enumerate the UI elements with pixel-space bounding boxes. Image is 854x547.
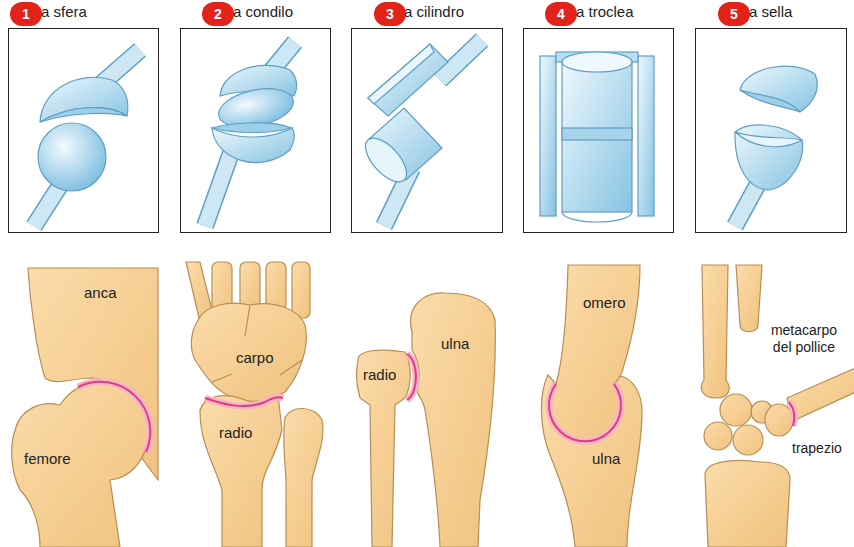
callout-number: 2 <box>202 2 234 26</box>
callout-number-badge: 3 <box>374 2 406 26</box>
pivot-joint-model <box>358 40 482 226</box>
callout-number: 5 <box>718 2 750 26</box>
forearm-bones <box>357 293 496 547</box>
saddle-joint-model <box>735 66 817 226</box>
bone-label: femore <box>24 450 71 467</box>
bone-label: radio <box>219 424 252 441</box>
callout-number-badge: 4 <box>545 2 577 26</box>
joint-model-panel: a sfera <box>8 28 159 233</box>
joint-type-heading: a cilindro <box>404 2 464 22</box>
joint-type-heading: a sfera <box>41 2 87 22</box>
ball-joint-model <box>34 50 140 226</box>
joint-model-panel: a troclea <box>523 28 674 233</box>
callout-number: 4 <box>545 2 577 26</box>
elbow-bones <box>541 265 642 547</box>
bone-label: anca <box>84 284 117 301</box>
callout-number-badge: 2 <box>202 2 234 26</box>
bone-label: ulna <box>592 450 620 467</box>
callout-number: 1 <box>10 2 42 26</box>
bone-label: radio <box>363 366 396 383</box>
wrist-bones <box>186 262 323 547</box>
joint-model-panel: a cilindro <box>351 28 503 233</box>
bone-label: omero <box>583 294 626 311</box>
bone-label: metacarpo del pollice <box>762 322 846 356</box>
joint-model-panel: a condilo <box>180 28 331 233</box>
callout-number-badge: 1 <box>10 2 42 26</box>
hip-bones <box>12 268 158 547</box>
thumb-bones <box>701 265 854 547</box>
joint-type-heading: a condilo <box>233 2 293 22</box>
bone-label: ulna <box>441 335 469 352</box>
joint-type-heading: a troclea <box>576 2 634 22</box>
joint-model-panel: a sella <box>695 28 847 233</box>
joint-type-heading: a sella <box>749 2 792 22</box>
callout-number-badge: 5 <box>718 2 750 26</box>
condyloid-joint-model <box>205 42 297 226</box>
hinge-joint-model <box>540 52 654 222</box>
bone-label: carpo <box>236 349 274 366</box>
bone-label: trapezio <box>792 440 842 457</box>
callout-number: 3 <box>374 2 406 26</box>
